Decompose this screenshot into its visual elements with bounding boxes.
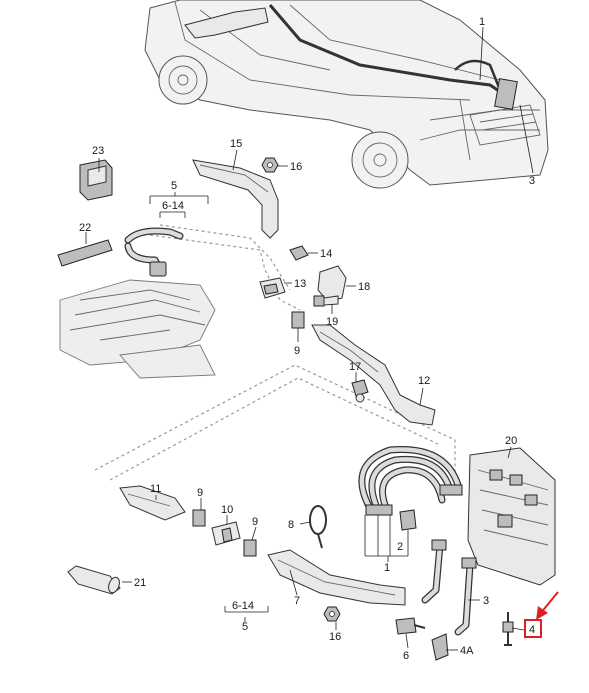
callout-19: 19 — [326, 316, 338, 328]
callout-17: 17 — [349, 361, 361, 373]
callout-9-middle: 9 — [294, 345, 300, 357]
part-7-cable-duct[interactable] — [267, 549, 406, 606]
callout-15: 15 — [230, 138, 242, 150]
part-16-nut-bottom[interactable] — [323, 606, 341, 622]
callout-20: 20 — [505, 435, 517, 447]
callout-23: 23 — [92, 145, 104, 157]
part-6-connector[interactable] — [395, 617, 426, 635]
callout-6-14-bottom: 6-14 — [232, 600, 254, 612]
part-19-screw[interactable] — [313, 295, 339, 307]
part-17-clip[interactable] — [351, 379, 369, 403]
callout-4A: 4A — [460, 645, 474, 657]
floor-panel-illustration — [59, 279, 216, 379]
part-5-harness-top[interactable] — [124, 227, 184, 277]
harness-routing-outline — [94, 224, 456, 481]
callout-9-a: 9 — [197, 487, 203, 499]
callout-4[interactable]: 4 — [529, 624, 535, 636]
part-23-connector-housing[interactable] — [79, 159, 113, 201]
callout-16-top: 16 — [290, 161, 302, 173]
callout-6-14-top: 6-14 — [162, 200, 184, 212]
part-2-terminal[interactable] — [399, 509, 417, 531]
callout-2: 2 — [397, 541, 403, 553]
part-15-cable-duct[interactable] — [192, 159, 279, 239]
callout-11: 11 — [150, 483, 161, 495]
callout-labels: 1 3 23 15 16 5 6-14 22 14 13 18 19 9 17 … — [79, 16, 535, 662]
callout-9-b: 9 — [252, 516, 258, 528]
part-21-protective-sleeve[interactable] — [67, 565, 121, 595]
part-9-clip-lower-b[interactable] — [243, 539, 257, 557]
part-10-holder[interactable] — [211, 521, 241, 546]
part-3-cable[interactable] — [421, 539, 477, 636]
part-14-clip[interactable] — [289, 245, 309, 261]
part-13-holder[interactable] — [259, 277, 286, 299]
callout-7: 7 — [294, 595, 300, 607]
part-8-cable-tie[interactable] — [309, 505, 327, 549]
callout-14: 14 — [320, 248, 332, 260]
part-11-cable-duct[interactable] — [119, 485, 186, 521]
part-9-clip-lower-a[interactable] — [192, 509, 206, 527]
callout-1-car: 1 — [479, 16, 485, 28]
callout-21: 21 — [134, 577, 146, 589]
part-22-adhesive-strip[interactable] — [57, 239, 113, 267]
highlight-box-part-4 — [524, 619, 542, 638]
part-16-nut-top[interactable] — [261, 157, 279, 173]
leader-lines — [85, 26, 534, 651]
callout-13: 13 — [294, 278, 306, 290]
callout-18: 18 — [358, 281, 370, 293]
vehicle-illustration — [144, 0, 549, 189]
callout-10: 10 — [221, 504, 233, 516]
part-4-stud[interactable] — [502, 612, 514, 646]
callout-6: 6 — [403, 650, 409, 662]
callout-12: 12 — [418, 375, 430, 387]
callout-22: 22 — [79, 222, 91, 234]
highlight-arrow — [536, 591, 559, 620]
part-18-bracket[interactable] — [317, 265, 347, 303]
part-20-control-unit[interactable] — [467, 447, 556, 586]
part-12-cable-duct[interactable] — [311, 324, 436, 426]
callout-1-bottom: 1 — [384, 562, 390, 574]
callout-8: 8 — [288, 519, 294, 531]
callout-5-bottom: 5 — [242, 621, 248, 633]
part-1-cable-set[interactable] — [358, 445, 463, 516]
part-4A-bracket[interactable] — [431, 633, 449, 661]
callout-16-bottom: 16 — [329, 631, 341, 643]
part-9-clip-middle[interactable] — [291, 311, 305, 329]
callout-3-bottom: 3 — [483, 595, 489, 607]
callout-5-top: 5 — [171, 180, 177, 192]
callout-3-car: 3 — [529, 175, 535, 187]
